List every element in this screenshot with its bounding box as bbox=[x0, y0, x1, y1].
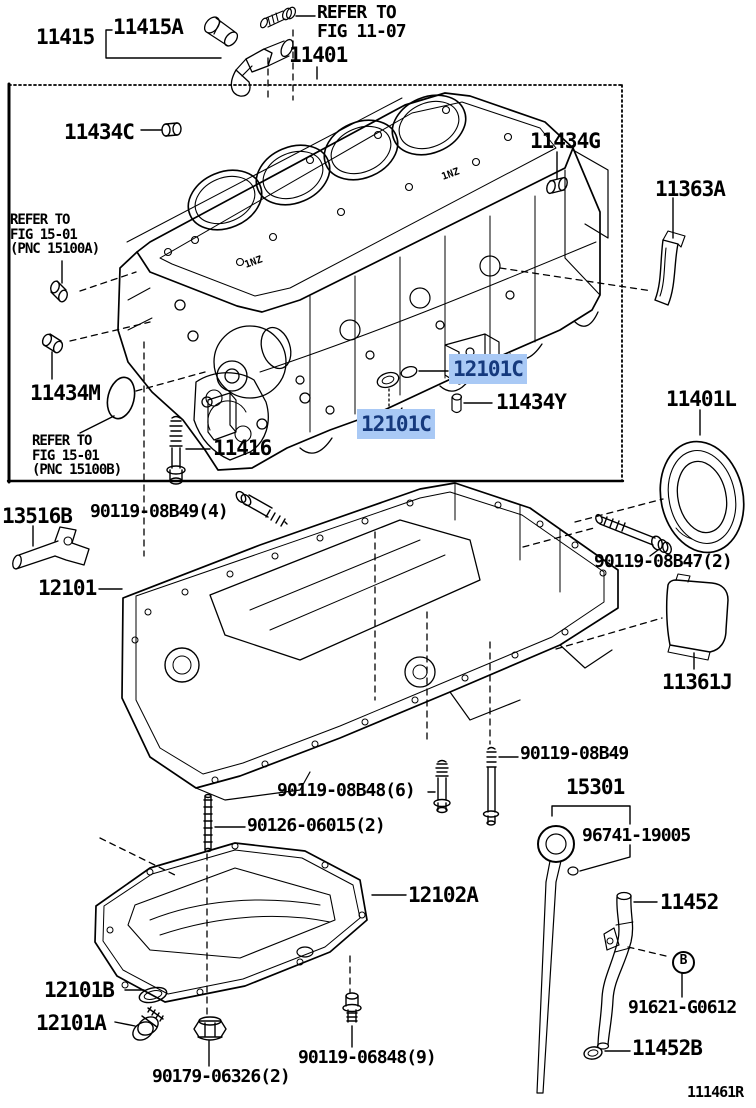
callout-11363A[interactable]: 11363A bbox=[655, 177, 726, 201]
callout-91621-G0612[interactable]: 91621-G0612 bbox=[628, 997, 737, 1018]
callout-90119-08B49[interactable]: 90119-08B49 bbox=[520, 743, 629, 764]
callout-11415[interactable]: 11415 bbox=[36, 25, 95, 49]
block-marking-text: 1NZ bbox=[440, 166, 461, 183]
callout-11401[interactable]: 11401 bbox=[289, 43, 348, 67]
callout-11434Y[interactable]: 11434Y bbox=[496, 390, 567, 414]
callout-96741-19005[interactable]: 96741-19005 bbox=[582, 825, 691, 846]
callout-90126-06015-2[interactable]: 90126-06015(2) bbox=[247, 815, 386, 836]
bracket-drawing bbox=[654, 230, 686, 306]
callout-11452[interactable]: 11452 bbox=[660, 890, 719, 914]
callout-90119-08B49-4[interactable]: 90119-08B49(4) bbox=[90, 501, 229, 522]
dashed-lines bbox=[69, 29, 667, 1017]
callout-11452B[interactable]: 11452B bbox=[632, 1036, 703, 1060]
callout-note-fig-15-01-a: REFER TO FIG 15-01 (PNC 15100A) bbox=[10, 212, 100, 258]
fasteners-drawing bbox=[132, 415, 672, 1041]
block-marking-text-2: 1NZ bbox=[243, 254, 264, 271]
callout-11361J[interactable]: 11361J bbox=[662, 670, 733, 694]
callout-11416[interactable]: 11416 bbox=[213, 436, 272, 460]
oil-nozzle-drawing bbox=[12, 526, 90, 570]
circled-letter-b: B bbox=[672, 951, 695, 974]
guide-tube-drawing bbox=[583, 891, 634, 1060]
callout-11434G[interactable]: 11434G bbox=[530, 129, 601, 153]
top-sensors-drawing bbox=[203, 6, 297, 97]
oil-seal-drawing bbox=[659, 440, 745, 554]
leader-lines bbox=[32, 15, 701, 1067]
callout-12101C-upper[interactable]: 12101C bbox=[449, 354, 527, 385]
callout-90179-06326-2[interactable]: 90179-06326(2) bbox=[152, 1066, 291, 1087]
lower-oil-pan-drawing bbox=[94, 842, 368, 1003]
callout-90119-06848-9[interactable]: 90119-06848(9) bbox=[298, 1047, 437, 1068]
callout-12101B[interactable]: 12101B bbox=[44, 978, 115, 1002]
block-frame-box bbox=[6, 82, 625, 484]
engine-block-drawing: 1NZ 1NZ bbox=[117, 92, 609, 471]
callout-note-fig-15-01-b: REFER TO FIG 15-01 (PNC 15100B) bbox=[32, 433, 122, 479]
callout-note-fig-11-07: REFER TO FIG 11-07 bbox=[317, 2, 407, 42]
callout-11401L[interactable]: 11401L bbox=[666, 387, 737, 411]
callout-12101A[interactable]: 12101A bbox=[36, 1011, 107, 1035]
upper-oil-pan-drawing bbox=[121, 482, 619, 801]
callout-11434M[interactable]: 11434M bbox=[30, 381, 101, 405]
callout-90119-08B48-6[interactable]: 90119-08B48(6) bbox=[277, 780, 416, 801]
callout-13516B[interactable]: 13516B bbox=[2, 504, 73, 528]
side-cover-drawing bbox=[665, 573, 729, 661]
callout-12102A[interactable]: 12102A bbox=[408, 883, 479, 907]
callout-11434C[interactable]: 11434C bbox=[64, 120, 135, 144]
dipstick-drawing bbox=[536, 825, 579, 1094]
callout-90119-08B47-2[interactable]: 90119-08B47(2) bbox=[594, 551, 733, 572]
callout-12101[interactable]: 12101 bbox=[38, 576, 97, 600]
callout-111461R: 111461R bbox=[687, 1083, 744, 1101]
callout-15301[interactable]: 15301 bbox=[566, 775, 625, 799]
callout-12101C-lower[interactable]: 12101C bbox=[357, 409, 435, 440]
callout-11415A[interactable]: 11415A bbox=[113, 15, 184, 39]
small-parts-drawing bbox=[41, 122, 568, 1004]
